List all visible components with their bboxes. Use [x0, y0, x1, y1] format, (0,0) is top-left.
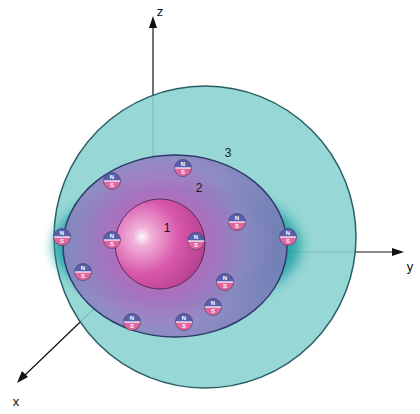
magnetic-moment: NS: [228, 213, 246, 231]
magnetic-moment: NS: [187, 232, 205, 250]
pole-letter: N: [81, 265, 85, 271]
region-number: 3: [225, 147, 232, 159]
pole-letter: N: [223, 275, 227, 281]
magnetic-moment: NS: [216, 273, 234, 291]
region-number: 1: [164, 222, 171, 234]
magnetic-moment: NS: [279, 228, 297, 246]
magnetic-moment: NS: [103, 172, 121, 190]
pole-letter: S: [211, 308, 215, 314]
pole-letter: S: [223, 283, 227, 289]
magnetic-moment: NS: [103, 231, 121, 249]
axis-label: z: [157, 5, 164, 18]
region-number: 2: [196, 182, 203, 194]
region-circle: 21NSNSNSNSNSNSNSNSNSNS: [62, 154, 288, 338]
axis-label: x: [13, 395, 20, 408]
magnetic-moment: NS: [123, 313, 141, 331]
pole-letter: S: [60, 238, 64, 244]
pole-letter: N: [181, 161, 185, 167]
pole-letter: S: [181, 169, 185, 175]
pole-letter: N: [286, 230, 290, 236]
pole-letter: S: [286, 238, 290, 244]
pole-letter: S: [81, 273, 85, 279]
pole-letter: N: [182, 315, 186, 321]
pole-letter: S: [130, 323, 134, 329]
pole-letter: S: [110, 241, 114, 247]
pole-letter: N: [60, 230, 64, 236]
magnetic-moment: NS: [53, 228, 71, 246]
pole-letter: S: [182, 323, 186, 329]
pole-letter: N: [110, 174, 114, 180]
pole-letter: N: [110, 233, 114, 239]
axis-label: y: [407, 260, 414, 273]
magnetic-moment: NS: [174, 159, 192, 177]
pole-letter: S: [110, 182, 114, 188]
pole-letter: N: [235, 215, 239, 221]
pole-letter: N: [211, 300, 215, 306]
pole-letter: S: [194, 242, 198, 248]
pole-letter: N: [194, 234, 198, 240]
magnetic-moment: NS: [175, 313, 193, 331]
pole-letter: S: [235, 223, 239, 229]
pole-letter: N: [130, 315, 134, 321]
magnetic-moment: NS: [204, 298, 222, 316]
magnetic-moment: NS: [74, 263, 92, 281]
region-circle: 321NSNSNSNSNSNSNSNSNSNSNSNS: [53, 85, 357, 389]
